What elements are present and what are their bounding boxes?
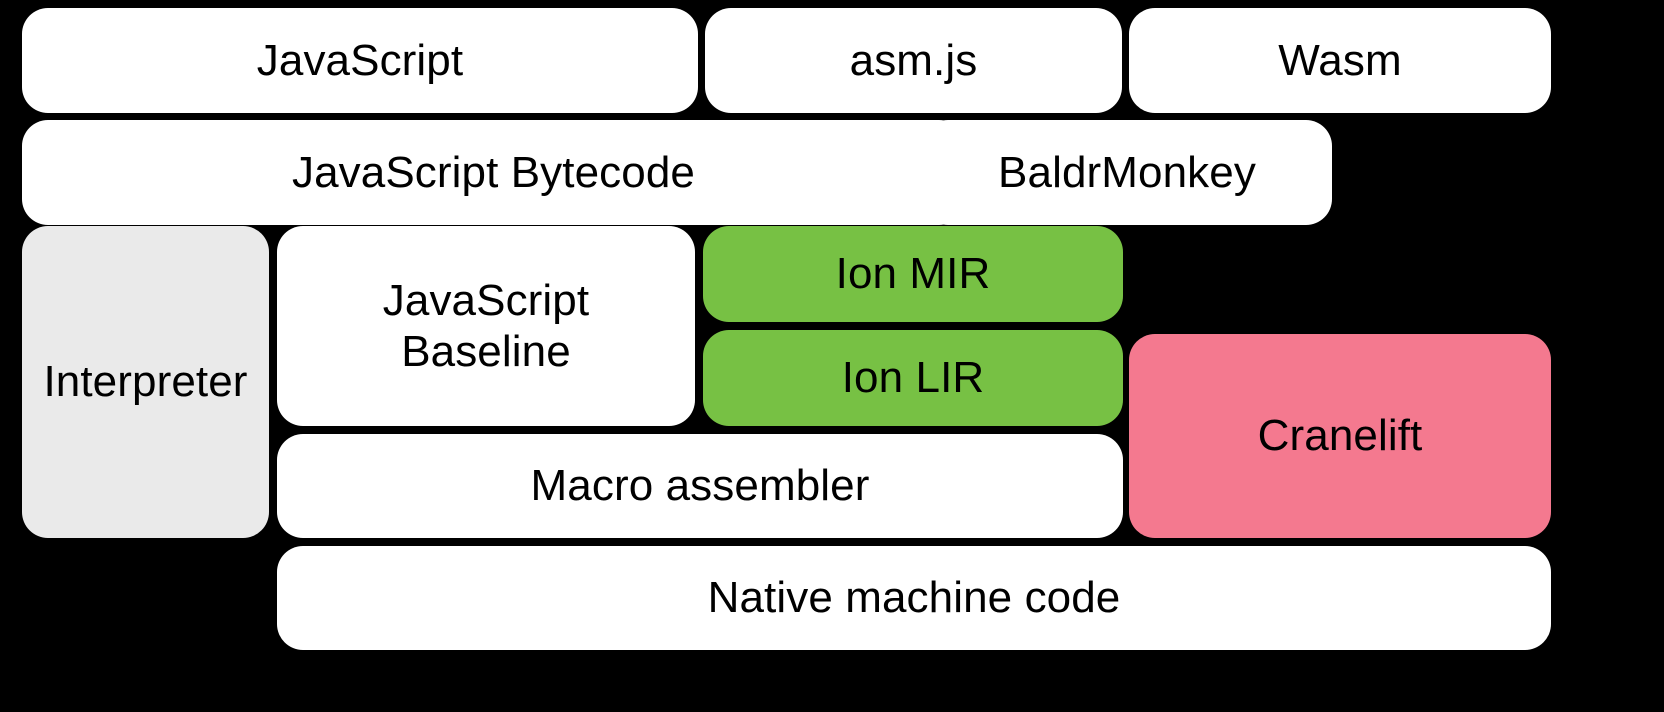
node-cranelift[interactable]: Cranelift <box>1129 334 1551 538</box>
node-javascript[interactable]: JavaScript <box>22 8 698 113</box>
node-ion-mir[interactable]: Ion MIR <box>703 226 1123 322</box>
node-native-machine-code[interactable]: Native machine code <box>277 546 1551 650</box>
node-ion-lir[interactable]: Ion LIR <box>703 330 1123 426</box>
node-interpreter[interactable]: Interpreter <box>22 226 269 538</box>
node-baldrmonkey[interactable]: BaldrMonkey <box>922 120 1332 225</box>
node-macro-assembler[interactable]: Macro assembler <box>277 434 1123 538</box>
node-javascript-baseline[interactable]: JavaScript Baseline <box>277 226 695 426</box>
node-javascript-bytecode[interactable]: JavaScript Bytecode <box>22 120 965 225</box>
node-asm-js[interactable]: asm.js <box>705 8 1122 113</box>
node-wasm[interactable]: Wasm <box>1129 8 1551 113</box>
